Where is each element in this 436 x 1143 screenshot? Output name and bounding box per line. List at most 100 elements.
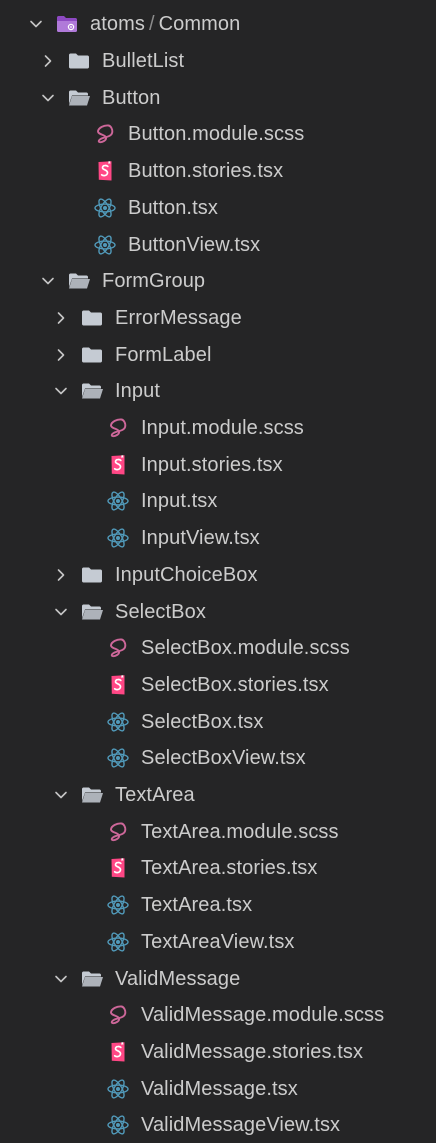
tree-file-button-module-scss[interactable]: Button.module.scss [0, 116, 436, 152]
react-icon [106, 893, 130, 917]
sass-icon [106, 416, 130, 440]
tree-item-label: TextArea.module.scss [141, 820, 339, 843]
tree-folder-selectbox[interactable]: SelectBox [0, 594, 436, 630]
tree-file-button-stories-tsx[interactable]: Button.stories.tsx [0, 153, 436, 189]
tree-item-label: SelectBox [115, 600, 206, 623]
tree-item-label: SelectBox.stories.tsx [141, 673, 329, 696]
chevron-down-icon[interactable] [51, 969, 71, 989]
sass-icon [106, 1003, 130, 1027]
tree-file-validmessage-tsx[interactable]: ValidMessage.tsx [0, 1071, 436, 1107]
folder-open-icon [67, 86, 91, 110]
tree-item-label: SelectBoxView.tsx [141, 747, 306, 770]
tree-item-label: TextArea.tsx [141, 894, 253, 917]
tree-item-label: Input.stories.tsx [141, 453, 283, 476]
tree-file-input-module-scss[interactable]: Input.module.scss [0, 410, 436, 446]
tree-folder-validmessage[interactable]: ValidMessage [0, 961, 436, 997]
storybook-icon [93, 159, 117, 183]
folder-open-icon [80, 783, 104, 807]
tree-file-textarea-stories-tsx[interactable]: TextArea.stories.tsx [0, 850, 436, 886]
chevron-right-icon[interactable] [51, 308, 71, 328]
tree-folder-formgroup[interactable]: FormGroup [0, 263, 436, 299]
tree-file-textareaview-tsx[interactable]: TextAreaView.tsx [0, 924, 436, 960]
breadcrumb: atoms/Common [90, 12, 240, 36]
storybook-icon [106, 453, 130, 477]
tree-item-label: ValidMessage [115, 967, 241, 990]
tree-item-label: Input [115, 380, 160, 403]
tree-item-label: InputView.tsx [141, 527, 260, 550]
react-icon [106, 1077, 130, 1101]
tree-folder-errormessage[interactable]: ErrorMessage [0, 300, 436, 336]
tree-file-validmessage-module-scss[interactable]: ValidMessage.module.scss [0, 997, 436, 1033]
chevron-down-icon[interactable] [51, 381, 71, 401]
tree-file-selectbox-module-scss[interactable]: SelectBox.module.scss [0, 630, 436, 666]
chevron-right-icon[interactable] [51, 345, 71, 365]
tree-item-label: ValidMessageView.tsx [141, 1114, 341, 1137]
tree-item-label: ValidMessage.stories.tsx [141, 1040, 364, 1063]
chevron-right-icon[interactable] [51, 565, 71, 585]
tree-item-label: TextAreaView.tsx [141, 930, 295, 953]
tree-folder-button[interactable]: Button [0, 80, 436, 116]
tree-file-selectbox-stories-tsx[interactable]: SelectBox.stories.tsx [0, 667, 436, 703]
breadcrumb-segment-atoms[interactable]: atoms [90, 13, 145, 35]
react-icon [106, 746, 130, 770]
tree-file-button-tsx[interactable]: Button.tsx [0, 190, 436, 226]
tree-file-validmessage-stories-tsx[interactable]: ValidMessage.stories.tsx [0, 1034, 436, 1070]
tree-item-label: Button.tsx [128, 196, 218, 219]
tree-item-label: Button.module.scss [128, 123, 305, 146]
atoms-folder-icon [55, 12, 79, 36]
tree-folder-bulletlist[interactable]: BulletList [0, 43, 436, 79]
chevron-down-icon[interactable] [38, 88, 58, 108]
tree-file-selectbox-tsx[interactable]: SelectBox.tsx [0, 704, 436, 740]
tree-file-inputview-tsx[interactable]: InputView.tsx [0, 520, 436, 556]
tree-file-validmessageview-tsx[interactable]: ValidMessageView.tsx [0, 1107, 436, 1143]
tree-item-label: ErrorMessage [115, 306, 242, 329]
tree-file-input-stories-tsx[interactable]: Input.stories.tsx [0, 447, 436, 483]
tree-root-folder[interactable]: atoms/Common [0, 6, 436, 42]
breadcrumb-separator: / [148, 13, 155, 35]
tree-file-buttonview-tsx[interactable]: ButtonView.tsx [0, 227, 436, 263]
breadcrumb-segment-common[interactable]: Common [158, 13, 241, 35]
tree-file-selectboxview-tsx[interactable]: SelectBoxView.tsx [0, 740, 436, 776]
folder-icon [80, 306, 104, 330]
folder-open-icon [80, 967, 104, 991]
tree-item-label: SelectBox.tsx [141, 710, 264, 733]
tree-item-label: ValidMessage.module.scss [141, 1004, 385, 1027]
chevron-right-icon[interactable] [38, 51, 58, 71]
folder-open-icon [80, 379, 104, 403]
chevron-down-icon[interactable] [38, 271, 58, 291]
tree-item-label: ButtonView.tsx [128, 233, 261, 256]
tree-file-input-tsx[interactable]: Input.tsx [0, 483, 436, 519]
tree-item-label: FormLabel [115, 343, 212, 366]
tree-folder-input[interactable]: Input [0, 373, 436, 409]
react-icon [106, 526, 130, 550]
tree-item-label: SelectBox.module.scss [141, 637, 350, 660]
tree-file-textarea-module-scss[interactable]: TextArea.module.scss [0, 814, 436, 850]
tree-item-label: Input.tsx [141, 490, 218, 513]
tree-folder-textarea[interactable]: TextArea [0, 777, 436, 813]
chevron-down-icon[interactable] [26, 14, 46, 34]
react-icon [93, 233, 117, 257]
react-icon [106, 1113, 130, 1137]
tree-item-label: ValidMessage.tsx [141, 1077, 298, 1100]
folder-icon [67, 49, 91, 73]
storybook-icon [106, 673, 130, 697]
sass-icon [93, 122, 117, 146]
react-icon [106, 489, 130, 513]
react-icon [93, 196, 117, 220]
storybook-icon [106, 1040, 130, 1064]
sass-icon [106, 636, 130, 660]
folder-icon [80, 563, 104, 587]
tree-item-label: TextArea.stories.tsx [141, 857, 318, 880]
tree-item-label: FormGroup [102, 270, 206, 293]
tree-folder-inputchoicebox[interactable]: InputChoiceBox [0, 557, 436, 593]
chevron-down-icon[interactable] [51, 785, 71, 805]
tree-item-label: Button.stories.tsx [128, 160, 284, 183]
tree-folder-formlabel[interactable]: FormLabel [0, 337, 436, 373]
storybook-icon [106, 856, 130, 880]
folder-open-icon [80, 600, 104, 624]
tree-item-label: BulletList [102, 50, 185, 72]
tree-file-textarea-tsx[interactable]: TextArea.tsx [0, 887, 436, 923]
chevron-down-icon[interactable] [51, 602, 71, 622]
tree-item-label: InputChoiceBox [115, 563, 258, 586]
